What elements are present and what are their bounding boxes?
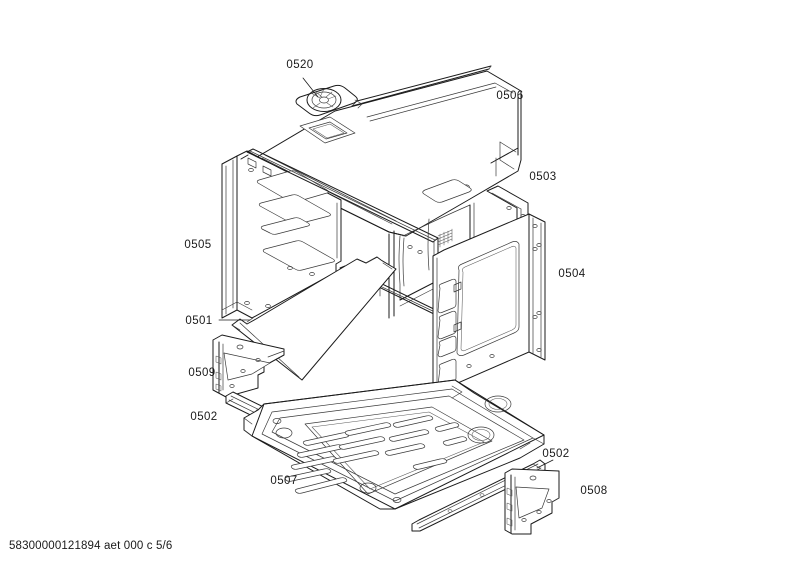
label-0506: 0506 (496, 90, 523, 102)
label-0502-right: 0502 (542, 448, 569, 460)
leader-0502-right (536, 459, 554, 469)
label-0504: 0504 (558, 268, 585, 280)
part-0507-base-plate (243, 379, 545, 510)
label-0508: 0508 (580, 485, 607, 497)
label-0503: 0503 (529, 171, 556, 183)
part-0520-cooling-fan (295, 84, 363, 117)
part-0505-left-side-panel (221, 150, 342, 319)
part-0508-right-support-bracket (504, 468, 560, 535)
label-0505: 0505 (184, 239, 211, 251)
part-0509-left-support-bracket (212, 334, 285, 398)
label-0509: 0509 (188, 367, 215, 379)
vent-grille-hatch (437, 228, 453, 248)
document-footer-code: 58300000121894 aet 000 c 5/6 (9, 540, 173, 552)
label-0502-left: 0502 (190, 411, 217, 423)
leader-0520 (302, 77, 319, 98)
base-plate-ribs (284, 415, 468, 482)
label-0507: 0507 (270, 475, 297, 487)
leader-lines (218, 77, 554, 469)
part-number-labels: 0520 0506 0503 0504 0505 0501 0509 0502 … (184, 59, 607, 497)
label-0501: 0501 (185, 315, 212, 327)
label-0520: 0520 (286, 59, 313, 71)
part-0504-right-side-panel (432, 213, 546, 390)
